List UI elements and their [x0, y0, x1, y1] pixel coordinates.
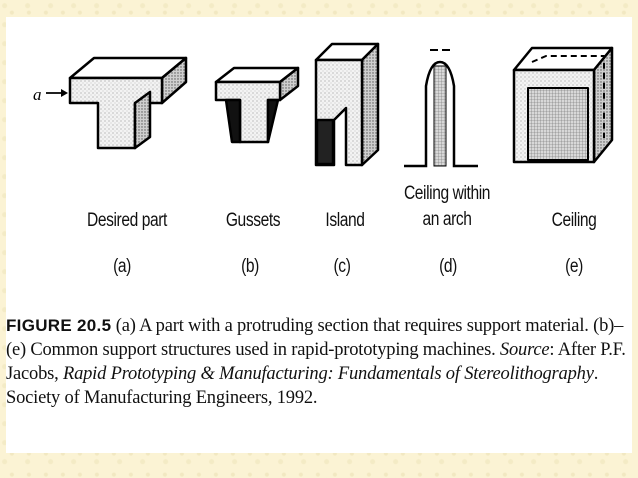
- caption-text-2: : After P.F. Jacobs,: [6, 340, 626, 384]
- part-letter-d: (d): [439, 256, 457, 277]
- figure-caption: FIGURE 20.5 (a) A part with a protruding…: [6, 314, 628, 410]
- part-label-arch-line2: an arch: [422, 209, 472, 230]
- part-label-ceiling: Ceiling: [551, 210, 597, 231]
- figure-number: FIGURE 20.5: [6, 316, 112, 335]
- part-letter-a: (a): [113, 256, 131, 277]
- caption-book-title: Rapid Prototyping & Manufacturing: Funda…: [62, 364, 594, 384]
- part-letter-e: (e): [565, 256, 583, 277]
- part-label-island: Island: [325, 210, 365, 231]
- arch-ceiling-drawing: [404, 49, 478, 168]
- support-structures-illustration: a: [33, 42, 614, 168]
- part-letter-c: (c): [333, 256, 351, 277]
- ceiling-drawing: [512, 46, 614, 164]
- island-drawing: [314, 42, 380, 167]
- part-letter-b: (b): [241, 256, 259, 277]
- gussets-drawing: [214, 66, 300, 144]
- caption-text-1: (a) A part with a protruding section tha…: [6, 316, 624, 360]
- arrow-label: a: [33, 85, 42, 104]
- part-label-gussets: Gussets: [225, 210, 281, 231]
- arrow-indicator: [46, 89, 68, 97]
- caption-source-label: Source: [499, 340, 550, 360]
- part-label-desired: Desired part: [87, 210, 167, 231]
- caption-text-3: . Society of Manufacturing Engineers, 19…: [6, 364, 599, 408]
- part-label-arch-line1: Ceiling within: [403, 183, 491, 204]
- desired-part-drawing: [68, 56, 188, 150]
